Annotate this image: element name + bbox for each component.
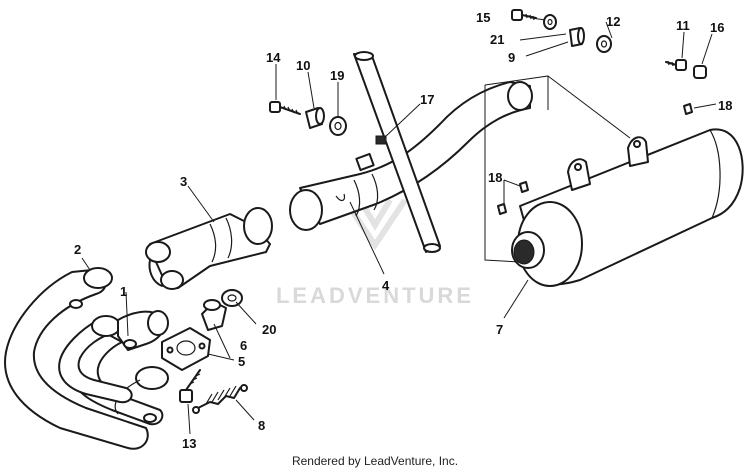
callout-13: 13 <box>182 436 196 451</box>
callout-10: 10 <box>296 58 310 73</box>
part-10-collar[interactable] <box>305 107 325 129</box>
part-9-collar[interactable] <box>569 27 585 47</box>
part-12-washer[interactable] <box>596 35 612 53</box>
callout-8: 8 <box>258 418 265 433</box>
callout-4: 4 <box>382 278 390 293</box>
callout-17: 17 <box>420 92 434 107</box>
callout-18b: 18 <box>488 170 502 185</box>
part-2-header-pipe[interactable] <box>4 267 169 450</box>
part-1-header-pipe[interactable] <box>58 310 169 404</box>
callouts: 1 2 3 4 5 6 7 8 9 10 11 12 13 14 15 16 1… <box>74 10 732 451</box>
part-11-bolt[interactable] <box>665 59 687 71</box>
callout-5: 5 <box>238 354 245 369</box>
callout-12: 12 <box>606 14 620 29</box>
part-8-spring[interactable] <box>192 384 248 414</box>
part-19-washer[interactable] <box>329 116 347 136</box>
callout-20: 20 <box>262 322 276 337</box>
callout-7: 7 <box>496 322 503 337</box>
part-18-grommet[interactable] <box>497 103 693 215</box>
part-4-mid-pipe[interactable] <box>289 51 533 253</box>
part-15-bolt[interactable] <box>511 9 537 21</box>
callout-2: 2 <box>74 242 81 257</box>
callout-9: 9 <box>508 50 515 65</box>
part-13-bolt[interactable] <box>179 369 201 403</box>
callout-19: 19 <box>330 68 344 83</box>
callout-15: 15 <box>476 10 490 25</box>
part-17-nut[interactable] <box>375 135 387 145</box>
part-21-washer[interactable] <box>543 14 557 30</box>
callout-1: 1 <box>120 284 127 299</box>
part-14-bolt[interactable] <box>269 101 301 115</box>
callout-21: 21 <box>490 32 504 47</box>
leader-lines <box>81 17 717 435</box>
callout-18a: 18 <box>718 98 732 113</box>
callout-6: 6 <box>240 338 247 353</box>
callout-11: 11 <box>676 18 690 33</box>
callout-14: 14 <box>266 50 281 65</box>
callout-3: 3 <box>180 174 187 189</box>
part-5-flange[interactable] <box>161 327 211 371</box>
part-7-muffler[interactable] <box>484 75 744 287</box>
watermark-text: LEADVENTURE <box>276 283 474 308</box>
part-20-washer[interactable] <box>221 289 243 307</box>
part-6-damper[interactable] <box>201 299 227 331</box>
footer-credit: Rendered by LeadVenture, Inc. <box>291 454 459 468</box>
callout-16: 16 <box>710 20 724 35</box>
part-16-nut[interactable] <box>693 65 707 79</box>
part-3-joint-pipe[interactable] <box>145 207 273 290</box>
